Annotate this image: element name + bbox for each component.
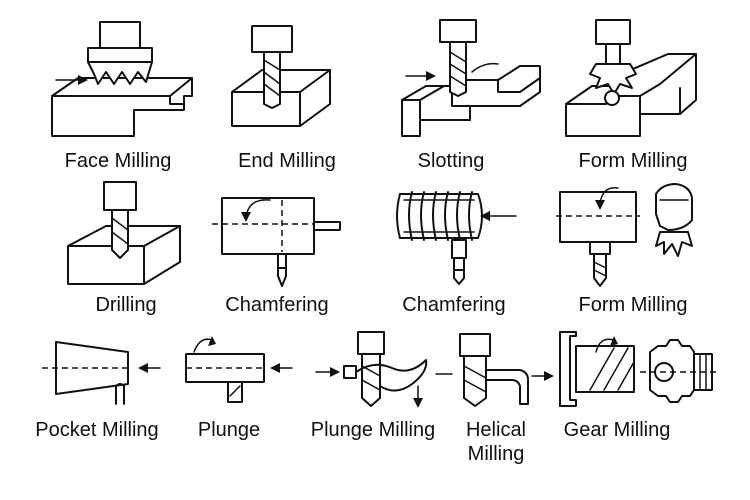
gear-milling-illustration bbox=[559, 331, 720, 407]
label-form-milling-1: Form Milling bbox=[579, 150, 688, 172]
label-form-milling-2: Form Milling bbox=[579, 294, 688, 316]
slotting-illustration bbox=[401, 19, 541, 137]
plunge-illustration bbox=[185, 336, 293, 403]
label-end-milling: End Milling bbox=[238, 150, 336, 172]
face-milling-illustration bbox=[51, 21, 193, 137]
label-face-milling: Face Milling bbox=[65, 150, 172, 172]
label-helical-milling: Milling bbox=[468, 443, 525, 465]
label-gear-milling: Gear Milling bbox=[564, 419, 671, 441]
label-chamfering-2: Chamfering bbox=[402, 294, 505, 316]
plunge-milling-illustration bbox=[315, 331, 453, 408]
label-chamfering-1: Chamfering bbox=[225, 294, 328, 316]
label-drilling: Drilling bbox=[95, 294, 156, 316]
form-milling-illustration-2 bbox=[556, 183, 693, 287]
chamfering-illustration-1 bbox=[212, 197, 341, 287]
pocket-milling-illustration bbox=[42, 341, 161, 405]
label-plunge: Plunge bbox=[198, 419, 260, 441]
label-plunge-milling: Plunge Milling bbox=[311, 419, 436, 441]
helical-milling-illustration bbox=[459, 333, 554, 407]
chamfering-illustration-2 bbox=[396, 191, 517, 285]
label-slotting: Slotting bbox=[418, 150, 485, 172]
form-milling-illustration-1 bbox=[565, 19, 697, 137]
end-milling-illustration bbox=[231, 25, 331, 127]
label-pocket-milling: Pocket Milling bbox=[35, 419, 158, 441]
label-helical: Helical bbox=[466, 419, 526, 441]
drilling-illustration bbox=[67, 181, 181, 285]
